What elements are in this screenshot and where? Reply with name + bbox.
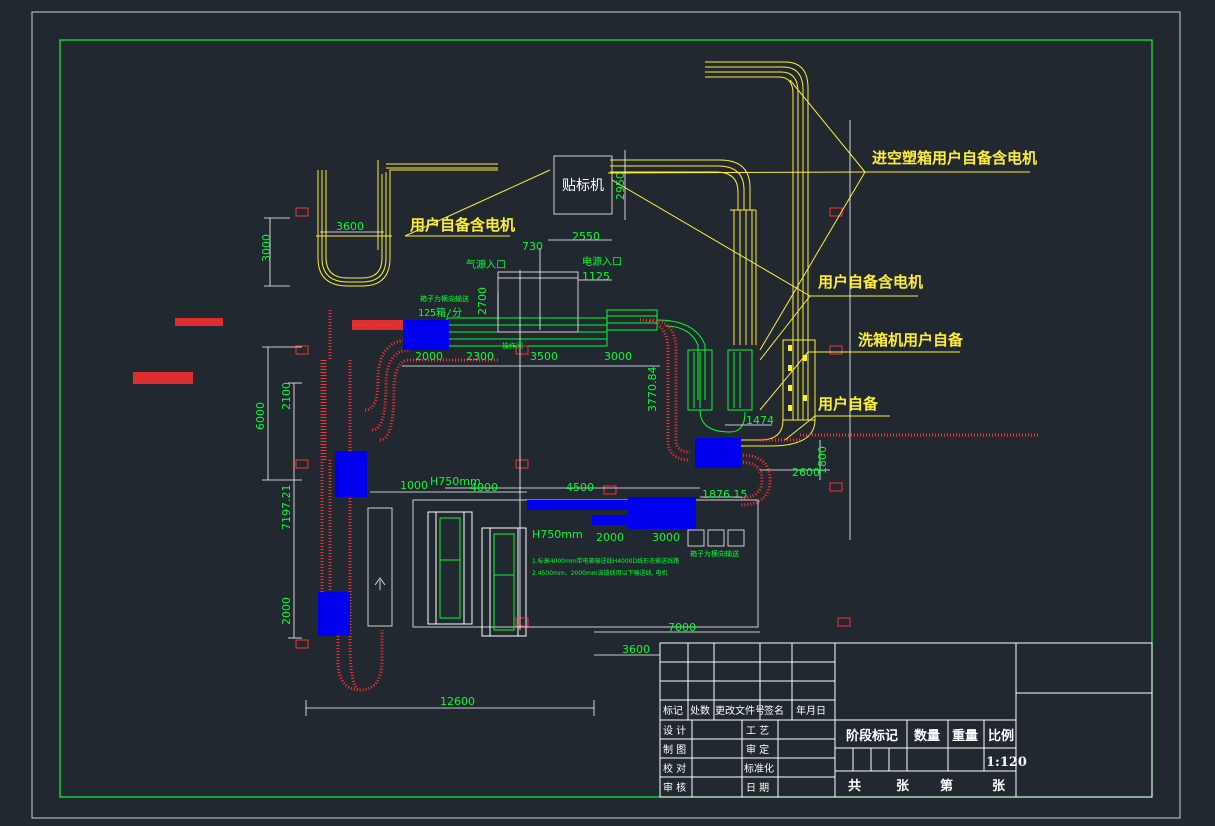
dim-4500: 4500 xyxy=(566,481,594,494)
callout-washer: 洗箱机用户自备 xyxy=(858,331,964,349)
dim-3000-left: 3000 xyxy=(260,234,273,262)
label-power-inlet: 电源入口 xyxy=(582,255,622,268)
dim-3000-mid: 3000 xyxy=(604,350,632,363)
buffer-zones xyxy=(318,320,741,636)
tb-total: 共 xyxy=(848,778,861,794)
dim-12600: 12600 xyxy=(440,695,475,708)
dim-1474: 1474 xyxy=(746,414,774,427)
dim-1125: 1125 xyxy=(582,270,610,283)
tb-col-file: 更改文件号 xyxy=(715,704,765,717)
dim-7197: 7197.21 xyxy=(280,485,293,531)
dim-730: 730 xyxy=(522,240,543,253)
dim-2950: 2950 xyxy=(614,172,627,200)
dim-1000: 1000 xyxy=(400,479,428,492)
title-block-lines xyxy=(659,642,1153,798)
dim-3770: 3770.84 xyxy=(646,367,659,413)
dim-2000-c: 2000 xyxy=(596,531,624,544)
tb-quantity: 数量 xyxy=(914,728,940,744)
tb-stage-mark: 阶段标记 xyxy=(846,728,898,744)
tb-no: 第 xyxy=(940,778,953,794)
dim-2700: 2700 xyxy=(476,287,489,315)
label-speed: 125箱/分 xyxy=(418,306,462,319)
tb-sheet: 张 xyxy=(992,779,1006,794)
column-markers xyxy=(295,207,851,649)
callout-user-motor-1: 用户自备含电机 xyxy=(410,216,515,234)
tb-weight: 重量 xyxy=(952,728,978,744)
tb-approve: 审 定 xyxy=(746,743,769,756)
tb-col-sign: 签名 xyxy=(764,704,784,717)
tb-col-date: 年月日 xyxy=(796,704,826,717)
outer-frame xyxy=(31,11,1181,819)
dimension-lines xyxy=(262,120,851,716)
dim-2000-a: 2000 xyxy=(415,350,443,363)
tb-review: 审 核 xyxy=(663,781,686,794)
red-conveyors xyxy=(320,310,1040,692)
tb-drawing: 制 图 xyxy=(663,743,686,756)
label-operator-room: 操作间 xyxy=(502,341,523,350)
callout-user-motor-2: 用户自备含电机 xyxy=(818,273,923,291)
loading-machines xyxy=(427,511,527,637)
dim-3600-top: 3600 xyxy=(336,220,364,233)
dim-4000: 4000 xyxy=(470,481,498,494)
dim-1800: 1800 xyxy=(816,446,829,474)
dim-3000-c: 3000 xyxy=(652,531,680,544)
tb-col-mark: 标记 xyxy=(663,705,683,717)
dim-2550: 2550 xyxy=(572,230,600,243)
dim-2300: 2300 xyxy=(466,350,494,363)
dim-2100: 2100 xyxy=(280,382,293,410)
dim-2600: 2600 xyxy=(792,466,820,479)
dim-2000-b: 2000 xyxy=(280,597,293,625)
tb-standard: 标准化 xyxy=(744,762,774,775)
tb-design: 设 计 xyxy=(663,724,686,737)
tb-date: 日 期 xyxy=(746,782,769,794)
label-height-a: H750mm xyxy=(430,475,481,488)
label-gas-inlet: 气源入口 xyxy=(466,258,506,271)
dim-3500: 3500 xyxy=(530,350,558,363)
loading-machine-green xyxy=(439,517,515,631)
note-1: 1.标高4000mm带电箱输送线H4000D线形态输送线路 xyxy=(532,557,679,565)
tb-scale: 比例 xyxy=(988,728,1014,744)
callout-user-supplied: 用户自备 xyxy=(818,395,879,413)
dim-3600-bottom: 3600 xyxy=(622,643,650,656)
tb-check: 校 对 xyxy=(663,762,686,775)
tb-sheets: 张 xyxy=(896,779,910,794)
tb-col-count: 处数 xyxy=(690,704,710,717)
labeling-machine-label: 贴标机 xyxy=(562,178,604,194)
callout-leaders xyxy=(404,79,1030,441)
drawing-border xyxy=(59,39,1153,798)
tb-scale-value: 1:120 xyxy=(986,755,1027,770)
user-conveyors xyxy=(316,61,816,447)
yellow-wash-marks xyxy=(788,345,807,411)
label-transverse-a: 箱子为横向输送 xyxy=(420,294,469,303)
label-height-b: H750mm xyxy=(532,528,583,541)
label-transverse-b: 箱子为横向输送 xyxy=(690,549,739,558)
dim-1876: 1876.15 xyxy=(702,488,748,501)
dim-6000: 6000 xyxy=(254,402,267,430)
dim-7000: 7000 xyxy=(668,621,696,634)
red-conveyor-blocks xyxy=(133,318,407,384)
callout-plastic-crate-inlet: 进空塑箱用户自备含电机 xyxy=(872,149,1037,167)
equipment-frame xyxy=(446,309,753,433)
note-2: 2.4500mm、2000mm该链线用以下输送线, 电机 xyxy=(532,569,667,577)
tb-process: 工 艺 xyxy=(746,725,769,737)
